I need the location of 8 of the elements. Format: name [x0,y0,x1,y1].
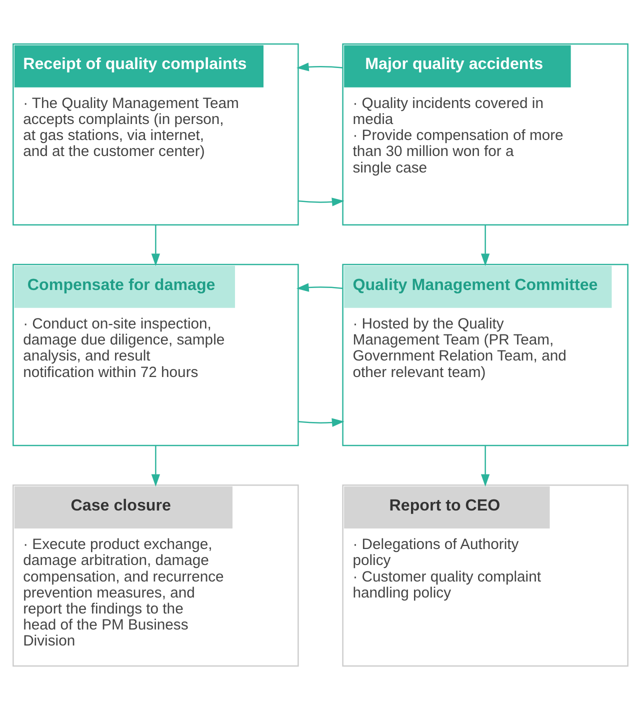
arrow [298,418,344,427]
arrow [151,446,160,487]
arrow [296,283,343,292]
arrow [480,446,490,487]
arrow [298,198,344,206]
arrow [296,62,343,72]
arrow [480,225,490,266]
arrow [151,225,160,266]
